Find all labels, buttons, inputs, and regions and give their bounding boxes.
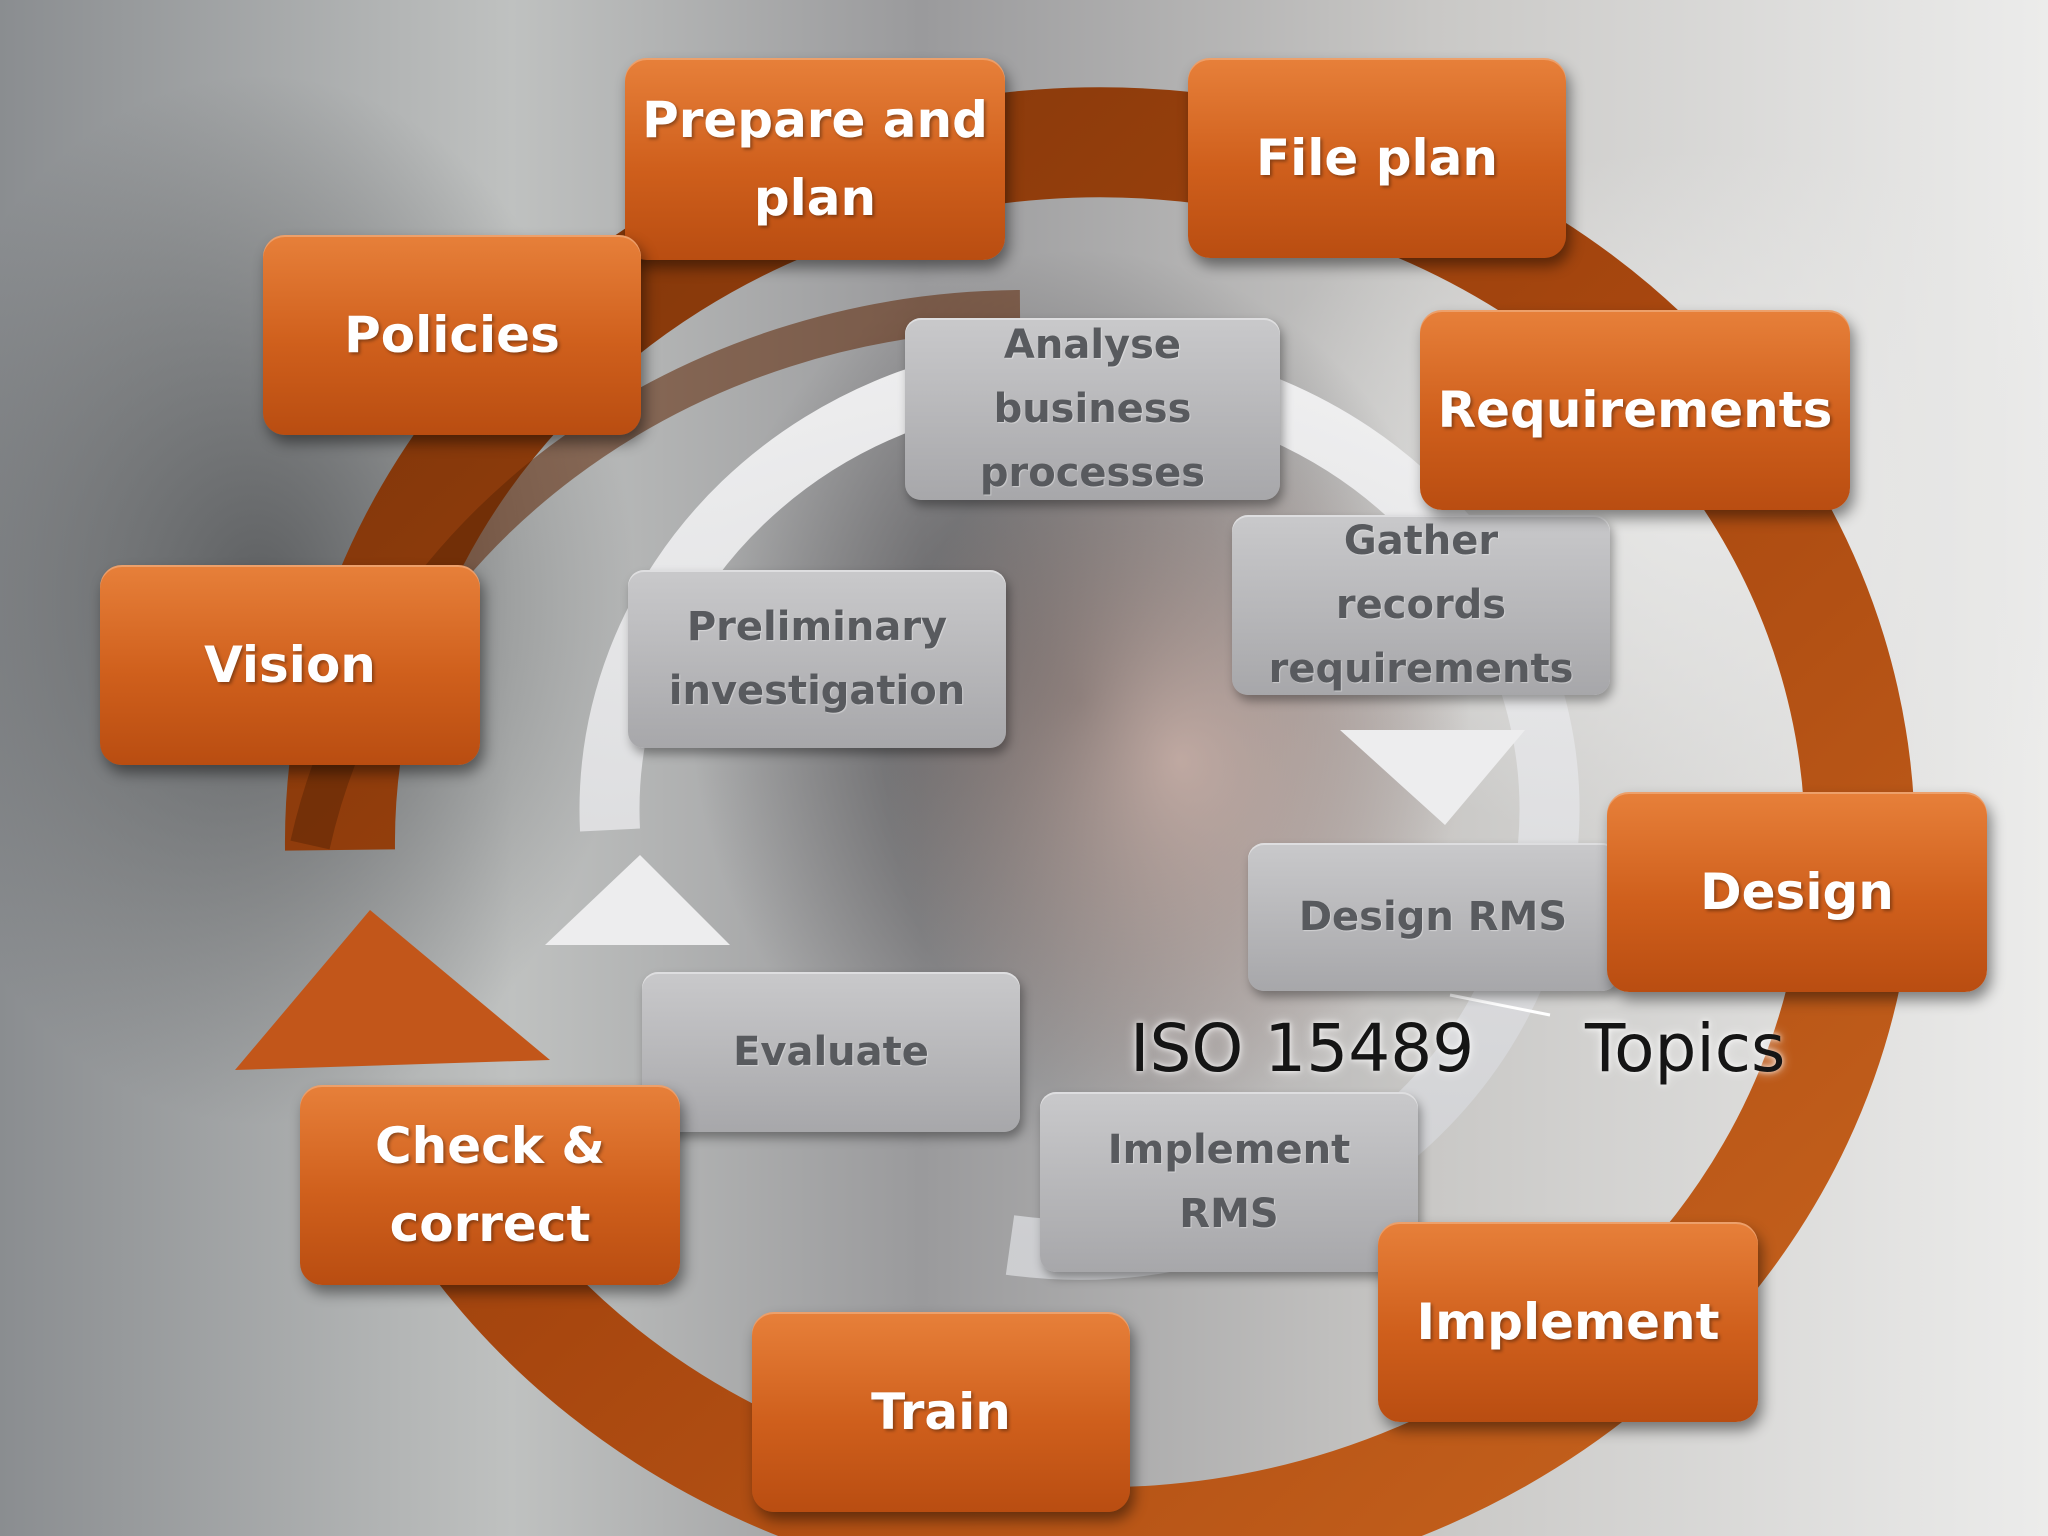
outer-ring-arc (284, 87, 1915, 1536)
inner-ring-arrowhead-down (1340, 730, 1525, 825)
iso-15489-label: ISO 15489 (1130, 1010, 1475, 1087)
inner-ring-arrowhead-up (545, 855, 730, 945)
step-design[interactable]: Design (1607, 792, 1987, 992)
step-policies[interactable]: Policies (263, 235, 641, 435)
step-analyse-business-processes[interactable]: Analyse business processes (905, 318, 1280, 500)
step-design-rms[interactable]: Design RMS (1248, 843, 1618, 991)
step-check-and-correct[interactable]: Check & correct (300, 1085, 680, 1285)
step-prepare-and-plan[interactable]: Prepare and plan (625, 58, 1005, 260)
step-gather-records-requirements[interactable]: Gather records requirements (1232, 515, 1610, 695)
step-implement[interactable]: Implement (1378, 1222, 1758, 1422)
outer-ring-arrowhead (235, 910, 550, 1070)
step-train[interactable]: Train (752, 1312, 1130, 1512)
step-requirements[interactable]: Requirements (1420, 310, 1850, 510)
step-evaluate[interactable]: Evaluate (642, 972, 1020, 1132)
step-preliminary-investigation[interactable]: Preliminary investigation (628, 570, 1006, 748)
step-file-plan[interactable]: File plan (1188, 58, 1566, 258)
topics-label: Topics (1585, 1010, 1786, 1087)
step-implement-rms[interactable]: Implement RMS (1040, 1092, 1418, 1272)
topics-pointer-line (1449, 993, 1551, 1017)
step-vision[interactable]: Vision (100, 565, 480, 765)
